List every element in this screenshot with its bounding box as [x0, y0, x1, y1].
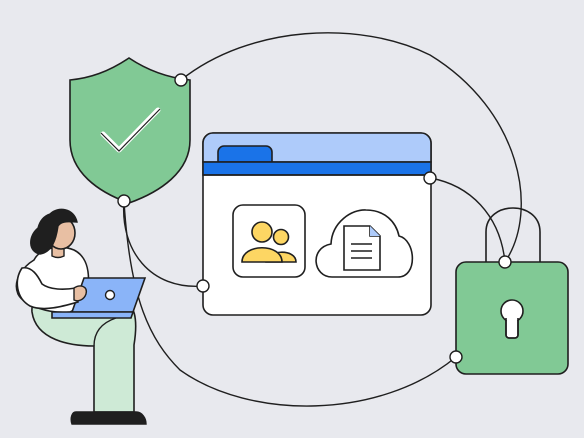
connection-nodes	[117, 73, 512, 364]
shield-to-window-arc	[122, 200, 204, 287]
padlock-icon	[455, 207, 569, 375]
node-lock-left	[449, 350, 463, 364]
node-window-left	[196, 279, 210, 293]
window-to-lock-arc	[429, 177, 506, 263]
node-shield-bottom	[117, 194, 131, 208]
node-shield-top	[174, 73, 188, 87]
node-window-right	[423, 171, 437, 185]
keyhole-icon	[500, 299, 524, 339]
browser-window	[202, 132, 432, 316]
cloud-card	[315, 209, 414, 278]
person-with-laptop	[15, 208, 147, 425]
node-lock-top	[498, 255, 512, 269]
document-icon	[343, 225, 381, 271]
checkmark-icon	[100, 107, 161, 153]
people-card	[232, 204, 306, 278]
people-icon	[241, 221, 297, 263]
